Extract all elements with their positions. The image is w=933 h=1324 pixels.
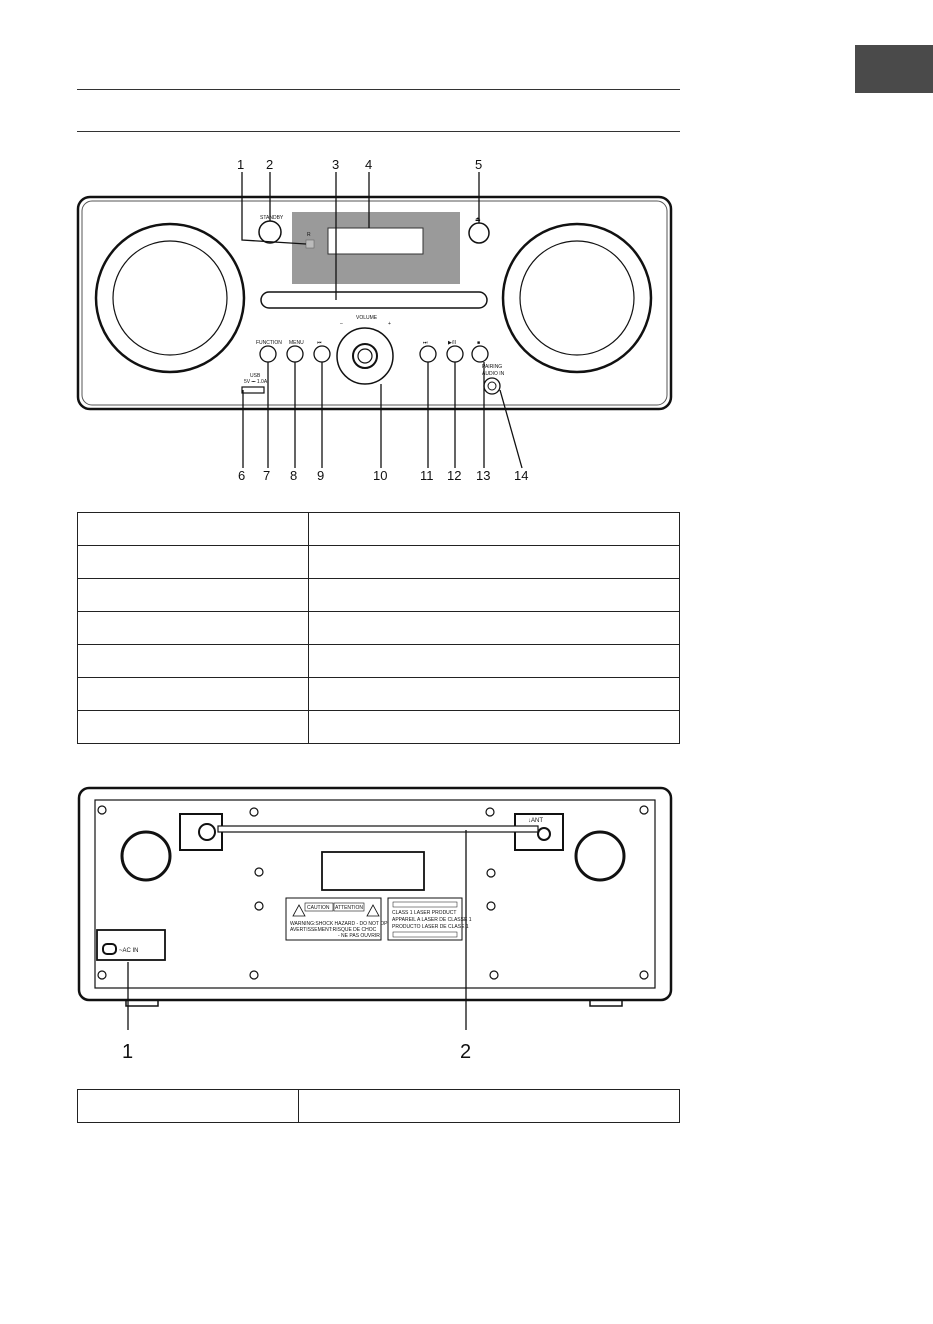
usb-port [241,386,265,394]
lcd-display [327,227,424,255]
table-row [77,512,680,546]
callout-12: 12 [447,468,461,483]
svg-text:ATTENTION: ATTENTION [335,905,363,911]
rear-panel-diagram: ↓ANT CAUTION ATTENTION WARNING:SHOCK HAZ… [77,786,673,1063]
prev-button [313,345,331,363]
svg-text:⏭: ⏭ [423,340,428,346]
next-button [419,345,437,363]
svg-text:⏮: ⏮ [317,340,322,346]
ac-in-socket [102,943,117,955]
svg-text:+: + [388,321,391,327]
table-row [77,677,680,711]
callout-2: 2 [266,157,273,172]
ir-sensor [305,239,315,249]
table-row [77,611,680,645]
svg-text:5V ⎓ 1.0A: 5V ⎓ 1.0A [244,379,268,385]
play-pause-button [446,345,464,363]
standby-label: STANDBY [260,215,284,221]
svg-text:FUNCTION: FUNCTION [256,340,282,346]
laser-label [387,897,463,941]
rear-parts-table [77,1089,680,1123]
svg-text:CAUTION: CAUTION [307,905,330,911]
svg-text:APPAREIL A LASER DE CLASSE 1: APPAREIL A LASER DE CLASSE 1 [392,917,472,923]
svg-text:PAIRING: PAIRING [482,364,502,370]
svg-text:↓ANT: ↓ANT [528,818,543,824]
callout-9: 9 [317,468,324,483]
callout-3: 3 [332,157,339,172]
table-row [77,644,680,678]
svg-text:AUDIO IN: AUDIO IN [482,371,505,377]
rear-callout-1: 1 [122,1041,133,1063]
antenna-rod [217,825,539,833]
right-bass-port [574,830,626,882]
callout-5: 5 [475,157,482,172]
front-parts-table [77,512,680,744]
svg-text:USB: USB [250,373,261,379]
svg-text:⏏: ⏏ [475,217,481,223]
header-rule-top [77,89,680,90]
callout-6: 6 [238,468,245,483]
warning-label [285,897,382,941]
table-row [77,578,680,612]
stop-button [471,345,489,363]
callout-10: 10 [373,468,387,483]
table-row [77,545,680,579]
cd-slot [260,291,488,309]
function-button [259,345,277,363]
callout-14: 14 [514,468,528,483]
callout-7: 7 [263,468,270,483]
svg-text:■: ■ [477,340,480,346]
svg-text:–: – [340,321,343,327]
svg-text:▶/II: ▶/II [448,340,456,346]
language-tab [855,45,933,93]
header-rule-bottom [77,131,680,132]
rear-callout-2: 2 [460,1041,471,1063]
standby-button [258,220,282,244]
svg-text:AVERTISSEMENT:RISQUE DE CHOC: AVERTISSEMENT:RISQUE DE CHOC [290,927,377,933]
front-panel-diagram: R STANDBY ⏏ VOLUME – + FUNCTION MENU ⏮ ⏭… [76,157,673,483]
eject-button [468,222,490,244]
table-row [77,710,680,744]
menu-button [286,345,304,363]
callout-4: 4 [365,157,372,172]
callout-11: 11 [420,468,434,483]
svg-text:~AC IN: ~AC IN [119,948,139,954]
callout-1: 1 [237,157,244,172]
svg-text:CLASS 1 LASER PRODUCT: CLASS 1 LASER PRODUCT [392,910,456,916]
table-row [77,1089,680,1123]
antenna-jack [537,827,551,841]
callout-13: 13 [476,468,490,483]
callout-8: 8 [290,468,297,483]
svg-text:- NE PAS OUVRIR: - NE PAS OUVRIR [338,933,380,939]
svg-text:R: R [307,232,311,238]
left-bass-port [120,830,172,882]
volume-label: VOLUME [356,315,378,321]
svg-text:WARNING:SHOCK HAZARD - DO NOT: WARNING:SHOCK HAZARD - DO NOT OPEN [290,921,395,927]
svg-text:MENU: MENU [289,340,304,346]
svg-text:PRODUCTO LASER DE CLASE 1: PRODUCTO LASER DE CLASE 1 [392,924,469,930]
